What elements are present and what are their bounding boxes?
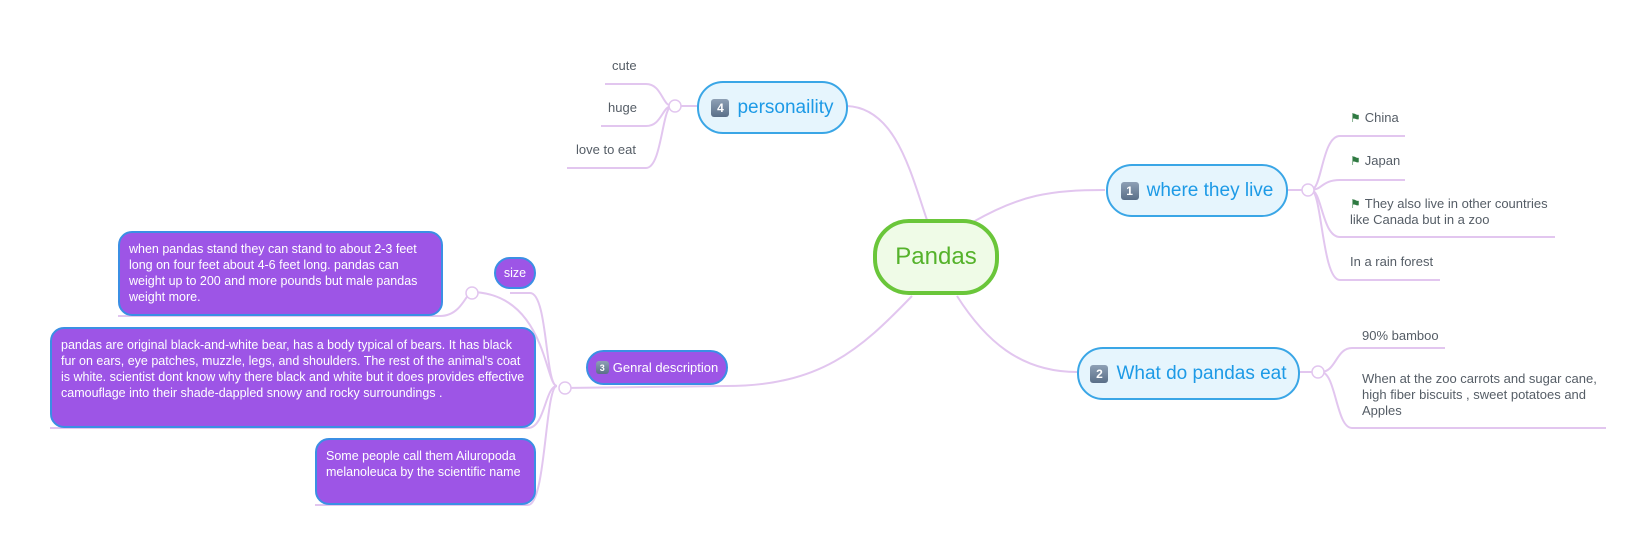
leaf-zoo-food[interactable]: When at the zoo carrots and sugar cane, … — [1362, 371, 1602, 419]
leaf-japan-label: Japan — [1364, 153, 1401, 168]
leaf-huge-label: huge — [608, 100, 637, 115]
leaf-china-label: China — [1364, 110, 1399, 125]
topic-general-description-label: Genral description — [612, 360, 719, 375]
subtopic-size-text-label: when pandas stand they can stand to abou… — [129, 242, 418, 304]
leaf-rain-forest-label: In a rain forest — [1350, 254, 1434, 269]
leaf-japan[interactable]: ⚑Japan — [1350, 153, 1410, 169]
central-topic-label: Pandas — [895, 243, 977, 270]
subtopic-scientific-name-label: Some people call them Ailuropoda melanol… — [326, 449, 521, 479]
leaf-love-to-eat-label: love to eat — [576, 142, 636, 157]
leaf-bamboo[interactable]: 90% bamboo — [1362, 328, 1462, 344]
flag-icon: ⚑ — [1350, 154, 1361, 168]
subtopic-scientific-name[interactable]: Some people call them Ailuropoda melanol… — [315, 438, 536, 505]
leaf-other-countries[interactable]: ⚑They also live in other countries like … — [1350, 196, 1555, 228]
topic-personality-label: personaility — [737, 96, 834, 118]
leaf-zoo-food-label: When at the zoo carrots and sugar cane, … — [1362, 371, 1597, 418]
leaf-china[interactable]: ⚑China — [1350, 110, 1410, 126]
subtopic-size[interactable]: size — [494, 257, 536, 289]
topic-where-they-live[interactable]: 1 where they live — [1106, 164, 1288, 217]
subtopic-body-text-label: pandas are original black-and-white bear… — [61, 338, 525, 400]
flag-icon: ⚑ — [1350, 197, 1361, 211]
number-3-icon: 3 — [595, 361, 609, 374]
number-2-icon: 2 — [1090, 364, 1109, 383]
central-topic[interactable]: Pandas — [873, 219, 999, 295]
leaf-cute-label: cute — [612, 58, 637, 73]
subtopic-size-text[interactable]: when pandas stand they can stand to abou… — [118, 231, 443, 316]
leaf-cute[interactable]: cute — [612, 58, 642, 74]
topic-general-description[interactable]: 3 Genral description — [586, 350, 728, 385]
subtopic-body-text[interactable]: pandas are original black-and-white bear… — [50, 327, 536, 428]
leaf-huge[interactable]: huge — [608, 100, 644, 116]
topic-where-they-live-label: where they live — [1146, 179, 1274, 201]
number-4-icon: 4 — [711, 98, 730, 117]
topic-personality[interactable]: 4 personaility — [697, 81, 848, 134]
leaf-bamboo-label: 90% bamboo — [1362, 328, 1439, 343]
leaf-rain-forest[interactable]: In a rain forest — [1350, 254, 1460, 270]
number-1-icon: 1 — [1120, 181, 1139, 200]
subtopic-size-label: size — [503, 266, 527, 280]
leaf-love-to-eat[interactable]: love to eat — [576, 142, 646, 158]
flag-icon: ⚑ — [1350, 111, 1361, 125]
topic-what-do-pandas-eat-label: What do pandas eat — [1116, 362, 1287, 384]
topic-what-do-pandas-eat[interactable]: 2 What do pandas eat — [1077, 347, 1300, 400]
leaf-other-countries-label: They also live in other countries like C… — [1350, 196, 1548, 227]
